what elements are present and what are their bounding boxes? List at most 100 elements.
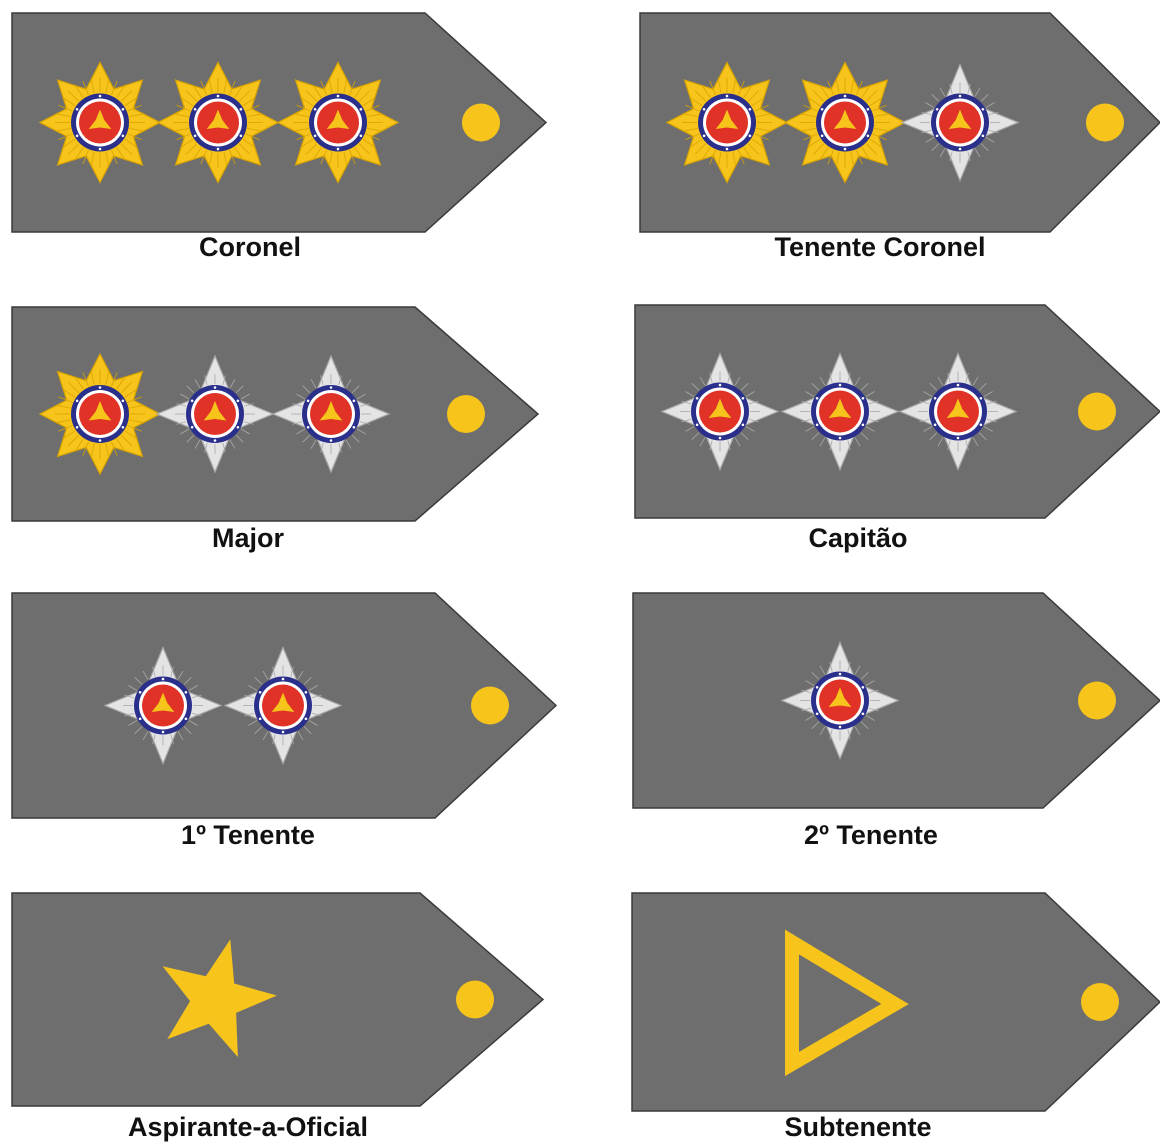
silver-ray-line bbox=[229, 379, 236, 389]
gold-ray-line bbox=[67, 90, 80, 102]
gold-ray-line bbox=[127, 104, 142, 112]
badge-ring-dot bbox=[352, 426, 356, 429]
rank-label-aspirante-a-oficial: Aspirante-a-Oficial bbox=[127, 1112, 369, 1142]
silver-ray-line bbox=[983, 391, 993, 397]
silver-ray-line bbox=[685, 426, 695, 432]
badge-ring-dot bbox=[979, 423, 983, 427]
gold-ray-line bbox=[105, 443, 110, 459]
gold-ray-line bbox=[328, 151, 333, 167]
gold-ray-line bbox=[120, 143, 133, 155]
gold-ray-line bbox=[67, 434, 80, 447]
gold-ray-line bbox=[58, 133, 73, 141]
gold-ray-line bbox=[116, 438, 126, 452]
silver-ray-line bbox=[745, 426, 755, 432]
gold-ray-line bbox=[74, 376, 84, 390]
badge-ring-dot bbox=[979, 397, 983, 400]
gold-five-point-star bbox=[162, 939, 277, 1058]
gold-ray-line bbox=[111, 150, 118, 165]
gold-ray-line bbox=[835, 151, 840, 167]
gold-ray-line bbox=[120, 381, 133, 394]
gold-ray-line bbox=[747, 90, 760, 102]
silver-ray-line bbox=[980, 143, 989, 152]
badge-emblem-dot bbox=[96, 410, 104, 418]
silver-ray-line bbox=[949, 151, 953, 162]
gold-ray-line bbox=[682, 113, 698, 117]
badge-ring-dot bbox=[725, 94, 729, 98]
badge-emblem-dot bbox=[956, 118, 964, 127]
gold-ray-line bbox=[111, 441, 118, 456]
gold-ray-line bbox=[62, 388, 76, 398]
gold-ray-line bbox=[738, 80, 745, 95]
gold-ray-line bbox=[861, 147, 871, 161]
gold-ray-line bbox=[819, 84, 829, 98]
silver-ray-line bbox=[854, 376, 861, 386]
badge-ring-dot bbox=[702, 108, 706, 111]
silver-ray-line bbox=[974, 148, 981, 158]
gold-ray-line bbox=[120, 90, 133, 102]
badge-emblem-dot bbox=[723, 118, 731, 127]
silver-star-badge bbox=[223, 645, 343, 766]
gold-ray-line bbox=[62, 430, 76, 440]
badge-ring-dot bbox=[138, 691, 142, 694]
badge-ring-dot bbox=[718, 436, 722, 440]
silver-ray-line bbox=[967, 83, 971, 94]
gold-ray-line bbox=[354, 147, 364, 161]
badge-ring-dot bbox=[313, 108, 317, 111]
silver-ray-line bbox=[847, 661, 851, 672]
silver-ray-line bbox=[124, 694, 135, 699]
badge-ring-dot bbox=[190, 399, 194, 403]
silver-ray-line bbox=[351, 434, 360, 443]
gold-star-badge bbox=[38, 352, 162, 476]
silver-ray-line bbox=[188, 720, 198, 726]
silver-ray-line bbox=[986, 400, 997, 405]
silver-ray-line bbox=[978, 432, 987, 441]
badge-ring-dot bbox=[815, 686, 819, 689]
silver-ray-line bbox=[811, 432, 820, 441]
gold-ray-line bbox=[111, 80, 118, 95]
silver-ray-line bbox=[311, 712, 322, 717]
gold-ray-line bbox=[856, 80, 863, 95]
silver-ray-line bbox=[297, 731, 304, 741]
badge-ring-dot bbox=[741, 397, 745, 400]
gold-ray-line bbox=[835, 78, 840, 94]
gold-ray-line bbox=[743, 84, 753, 98]
silver-ray-line bbox=[243, 421, 254, 425]
silver-ray-line bbox=[244, 712, 255, 717]
silver-ray-line bbox=[254, 676, 263, 685]
gold-ray-line bbox=[296, 133, 311, 141]
silver-ray-line bbox=[180, 393, 190, 400]
silver-ray-line bbox=[748, 418, 759, 423]
silver-ray-line bbox=[356, 428, 366, 435]
silver-ray-line bbox=[805, 715, 815, 721]
badge-emblem-dot bbox=[716, 407, 724, 416]
gold-ray-line bbox=[312, 84, 322, 98]
silver-ray-line bbox=[292, 421, 303, 425]
silver-ray-line bbox=[188, 685, 198, 691]
silver-ray-line bbox=[978, 382, 987, 391]
gold-ray-line bbox=[349, 80, 356, 95]
silver-ray-line bbox=[980, 93, 989, 102]
gold-ray-line bbox=[127, 133, 142, 141]
gold-ray-line bbox=[874, 128, 890, 132]
badge-ring-dot bbox=[121, 399, 125, 403]
badge-ring-dot bbox=[161, 677, 165, 681]
silver-ray-line bbox=[272, 734, 276, 745]
silver-ray-line bbox=[222, 442, 226, 453]
silver-ray-line bbox=[868, 418, 879, 423]
silver-ray-line bbox=[801, 689, 812, 694]
gold-ray-line bbox=[293, 113, 309, 117]
gold-ray-line bbox=[247, 113, 263, 117]
gold-ray-line bbox=[365, 104, 380, 112]
badge-ring-dot bbox=[843, 94, 847, 98]
gold-ray-line bbox=[176, 104, 191, 112]
silver-ray-line bbox=[734, 376, 741, 386]
silver-ray-line bbox=[988, 111, 999, 116]
silver-ray-line bbox=[919, 418, 930, 423]
gold-ray-line bbox=[751, 97, 765, 107]
gold-ray-line bbox=[349, 150, 356, 165]
badge-ring-dot bbox=[981, 108, 985, 111]
gold-ray-line bbox=[127, 425, 142, 432]
gold-ray-line bbox=[865, 143, 878, 155]
silver-ray-line bbox=[240, 393, 250, 400]
badge-ring-dot bbox=[956, 436, 960, 440]
